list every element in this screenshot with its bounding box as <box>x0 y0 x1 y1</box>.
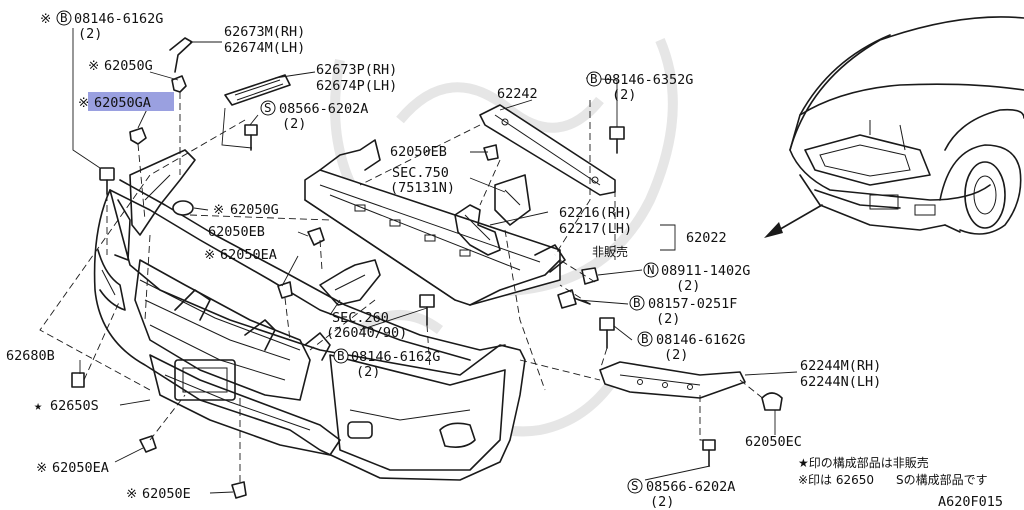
diagram-code: A620F015 <box>938 494 1003 510</box>
label-08146-6162g-top: 08146-6162G <box>74 11 163 27</box>
leader-lines <box>72 28 798 494</box>
qty-08146-6352g: (2) <box>612 87 636 103</box>
label-62050ea-2: 62050EA <box>52 460 109 476</box>
label-08566-b: 08566-6202A <box>646 479 735 495</box>
n-mark: N <box>647 262 655 277</box>
label-62674p: 62674P(LH) <box>316 78 397 94</box>
label-62673p: 62673P(RH) <box>316 62 397 78</box>
vehicle-inset <box>789 16 1024 235</box>
b-mark: B <box>337 348 345 363</box>
kome-mark: ※ <box>78 95 89 111</box>
label-not-sold: 非販売 <box>592 244 628 259</box>
kome-mark: ※ <box>36 460 47 476</box>
b-mark: B <box>641 331 649 346</box>
label-62050ea-1: 62050EA <box>220 247 277 263</box>
qty-08911: (2) <box>676 278 700 294</box>
kome-mark: ※ <box>126 486 137 502</box>
kome-mark: ※ <box>88 58 99 74</box>
label-08146-6162g-right: 08146-6162G <box>656 332 745 348</box>
n-mark-circle <box>643 262 659 278</box>
callout-labels: ※ B 08146-6162G (2) 62673M(RH) 62674M(LH… <box>6 10 1003 510</box>
note-components-b: Sの構成部品です <box>896 472 988 487</box>
label-62050eb-2: 62050EB <box>208 224 265 240</box>
label-sec260: SEC.260 <box>332 310 389 326</box>
label-62050eb-1: 62050EB <box>390 144 447 160</box>
label-62242: 62242 <box>497 86 538 102</box>
label-sec750: SEC.750 <box>392 165 449 181</box>
direction-arrow <box>764 204 823 238</box>
label-62050ga: 62050GA <box>94 95 151 111</box>
note-components-a: ※印は 62650 <box>798 473 874 487</box>
label-62674m: 62674M(LH) <box>224 40 305 56</box>
seal-62673m <box>169 37 193 73</box>
b-mark-circle <box>333 348 349 364</box>
star-mark: ★ <box>34 398 42 414</box>
kome-mark: ※ <box>213 202 224 218</box>
b-mark: B <box>590 71 598 86</box>
kome-mark: ※ <box>204 247 215 263</box>
label-08157: 08157-0251F <box>648 296 737 312</box>
s-mark: S <box>631 478 639 493</box>
label-sec260-sub: (26040/90) <box>326 325 407 341</box>
label-62050e: 62050E <box>142 486 191 502</box>
label-62673m: 62673M(RH) <box>224 24 305 40</box>
qty-08566-b: (2) <box>650 494 674 510</box>
label-62216: 62216(RH) <box>559 205 632 221</box>
label-62022: 62022 <box>686 230 727 246</box>
label-08146-6352g: 08146-6352G <box>604 72 693 88</box>
label-62244m: 62244M(RH) <box>800 358 881 374</box>
sec750-bracket <box>494 174 531 226</box>
upper-bar-62242 <box>479 104 616 196</box>
qty-08157: (2) <box>656 311 680 327</box>
deflector-62673p <box>224 74 291 106</box>
label-sec750-sub: (75131N) <box>390 180 455 196</box>
highlight-62050ga <box>88 92 174 111</box>
b-mark-circle <box>56 10 72 26</box>
label-08911: 08911-1402G <box>661 263 750 279</box>
s-mark-circle <box>627 478 643 494</box>
label-62244n: 62244N(LH) <box>800 374 881 390</box>
label-62650s: 62650S <box>50 398 99 414</box>
label-62050g-2: 62050G <box>230 202 279 218</box>
b-mark-circle <box>629 295 645 311</box>
qty-08146-6162g-top: (2) <box>78 26 102 42</box>
b-mark-circle <box>637 331 653 347</box>
b-mark: B <box>60 10 68 25</box>
side-bracket-62244 <box>599 361 746 399</box>
b-mark: B <box>633 295 641 310</box>
qty-08146-6162g-right: (2) <box>664 347 688 363</box>
bumper-reinforcement-62022 <box>304 139 566 306</box>
s-mark: S <box>264 100 272 115</box>
note-not-sold: ★印の構成部品は非販売 <box>798 455 929 470</box>
fasteners <box>71 75 783 499</box>
bumper-side-bracket-left <box>129 149 196 236</box>
label-62217: 62217(LH) <box>559 221 632 237</box>
label-62680b: 62680B <box>6 348 55 364</box>
label-08566-a: 08566-6202A <box>279 101 368 117</box>
label-62050ec: 62050EC <box>745 434 802 450</box>
label-62050g-1: 62050G <box>104 58 153 74</box>
b-mark-circle <box>586 71 602 87</box>
bracket-62216 <box>454 204 501 256</box>
qty-08146-6162g-mid: (2) <box>356 364 380 380</box>
sec260-bracket <box>319 259 381 306</box>
s-mark-circle <box>260 100 276 116</box>
kome-mark: ※ <box>40 11 51 27</box>
qty-08566-a: (2) <box>282 116 306 132</box>
label-08146-6162g-mid: 08146-6162G <box>351 349 440 365</box>
